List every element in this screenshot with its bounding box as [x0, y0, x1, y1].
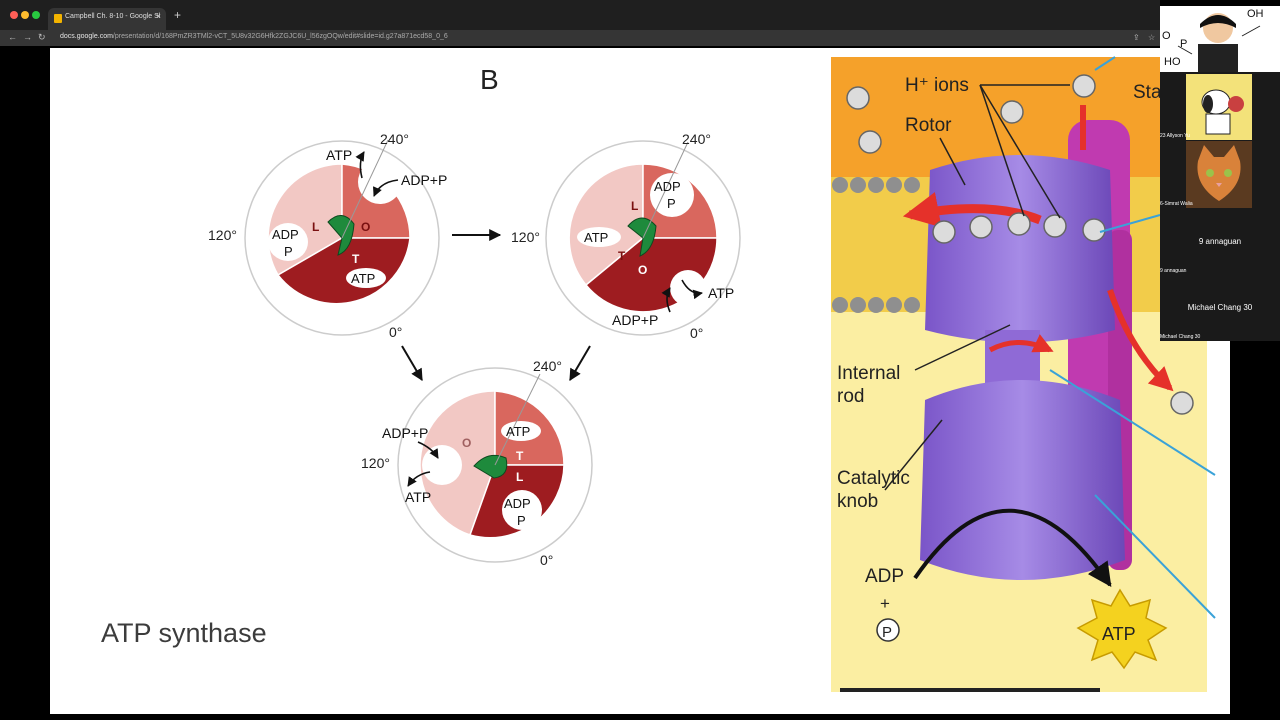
diagram-a-tight: T	[352, 252, 360, 266]
participant-display-name: Michael Chang 30	[1187, 303, 1253, 312]
rotation-diagram-c	[397, 367, 593, 563]
diagram-c-pi: P	[517, 513, 526, 528]
slide-canvas: B 240° 120° 0° ATP ADP+P L O T ADP P ATP	[50, 48, 1230, 714]
label-internal-rod-2: rod	[837, 386, 864, 407]
slides-icon	[54, 14, 62, 23]
url-host: docs.google.com	[60, 33, 113, 40]
url-path: /presentation/d/168PmZR3TMl2-vCT_5U8v32G…	[112, 33, 448, 40]
label-catalytic-knob-2: knob	[837, 491, 878, 512]
close-window-button[interactable]	[10, 11, 18, 19]
arrow-a-to-c	[401, 345, 423, 382]
avatar	[1186, 74, 1252, 140]
diagram-a-atp: ATP	[351, 271, 375, 286]
diagram-a-pi: P	[284, 244, 293, 259]
share-icon[interactable]: ⇪	[1133, 33, 1140, 42]
diagram-b-atp: ATP	[584, 230, 608, 245]
diagram-b-0: 0°	[690, 325, 703, 341]
participant-tile-annaguan[interactable]: 9 annaguan 9 annaguan	[1160, 209, 1280, 275]
cat-avatar-icon	[1197, 145, 1241, 201]
diagram-a-120: 120°	[208, 227, 237, 243]
label-stator: Sta	[1133, 82, 1162, 103]
slide-title: ATP synthase	[101, 618, 267, 648]
snoopy-avatar-icon	[1201, 89, 1244, 135]
forward-icon[interactable]: →	[23, 32, 32, 42]
minimize-window-button[interactable]	[21, 11, 29, 19]
diagram-a-adp: ADP	[272, 227, 299, 242]
label-pi: P	[882, 624, 892, 641]
address-bar: ← → ↻ docs.google.com/presentation/d/168…	[0, 30, 1160, 46]
reload-icon[interactable]: ↻	[38, 32, 46, 42]
diagram-c-open: O	[462, 436, 471, 450]
maximize-window-button[interactable]	[32, 11, 40, 19]
speaker-video-tile[interactable]: OH O P HO	[1160, 6, 1280, 72]
diagram-b-adp-pi: ADP+P	[612, 312, 658, 328]
diagram-a-240: 240°	[380, 131, 409, 147]
atp-synthase-illustration	[831, 56, 1216, 692]
diagram-a-loose: L	[312, 220, 319, 234]
label-catalytic-knob-1: Catalytic	[837, 468, 910, 489]
diagram-b-tight: T	[618, 249, 626, 263]
participant-name: Michael Chang 30	[1160, 334, 1201, 340]
slide-graphics: B 240° 120° 0° ATP ADP+P L O T ADP P ATP	[208, 56, 1216, 692]
diagram-c-loose: L	[516, 470, 523, 484]
label-internal-rod-1: Internal	[837, 363, 900, 384]
url-field[interactable]: docs.google.com/presentation/d/168PmZR3T…	[60, 33, 448, 40]
participant-name: 23 Allyson Yu	[1160, 133, 1190, 139]
participant-tile-michael[interactable]: Michael Chang 30 Michael Chang 30	[1160, 276, 1280, 341]
diagram-b-pi: P	[667, 196, 676, 211]
label-plus: +	[880, 594, 890, 613]
diagram-c-atp-out: ATP	[405, 489, 431, 505]
diagram-b-loose: L	[631, 199, 638, 213]
participant-name: 9 annaguan	[1160, 268, 1187, 274]
browser-tab[interactable]: Campbell Ch. 8-10 - Google Sl ×	[48, 8, 166, 30]
molecule-p: P	[1180, 38, 1188, 50]
diagram-b-open: O	[638, 263, 647, 277]
diagram-a-open: O	[361, 220, 370, 234]
molecule-ho: HO	[1164, 56, 1181, 68]
back-icon[interactable]: ←	[8, 32, 17, 42]
new-tab-button[interactable]: +	[174, 8, 182, 22]
molecule-drawing	[1177, 13, 1261, 72]
diagram-b-120: 120°	[511, 229, 540, 245]
avatar	[1186, 141, 1252, 208]
participant-tile-allyson[interactable]: 23 Allyson Yu	[1160, 74, 1280, 140]
diagram-c-0: 0°	[540, 552, 553, 568]
label-adp: ADP	[865, 566, 904, 587]
label-h-ions: H⁺ ions	[905, 75, 969, 96]
diagram-c-adp-pi: ADP+P	[382, 425, 428, 441]
molecule-oh: OH	[1247, 8, 1264, 20]
diagram-a-adp-pi: ADP+P	[401, 172, 447, 188]
label-atp-burst: ATP	[1102, 624, 1136, 644]
diagram-b-atp-out: ATP	[708, 285, 734, 301]
diagram-c-tight: T	[516, 449, 524, 463]
molecule-o: O	[1162, 30, 1171, 42]
diagram-c-atp: ATP	[506, 424, 530, 439]
diagram-a-0: 0°	[389, 324, 402, 340]
arrow-b-to-c	[569, 345, 591, 382]
slide-letter: B	[480, 64, 499, 95]
participant-tile-simrat[interactable]: 6-Simrat Walia	[1160, 141, 1280, 208]
diagram-c-120: 120°	[361, 455, 390, 471]
diagram-a-atp-out: ATP	[326, 147, 352, 163]
diagram-c-240: 240°	[533, 358, 562, 374]
diagram-c-adp: ADP	[504, 496, 531, 511]
rotation-diagram-a	[244, 139, 440, 336]
rotation-diagram-b	[545, 140, 741, 336]
participant-name: 6-Simrat Walia	[1160, 201, 1193, 207]
diagram-b-240: 240°	[682, 131, 711, 147]
participant-display-name: 9 annaguan	[1198, 237, 1242, 246]
diagram-b-adp: ADP	[654, 179, 681, 194]
label-rotor: Rotor	[905, 115, 952, 136]
bookmark-star-icon[interactable]: ☆	[1148, 33, 1156, 42]
browser-tab-bar: Campbell Ch. 8-10 - Google Sl × +	[0, 0, 1160, 30]
tab-close-button[interactable]: ×	[155, 11, 161, 21]
video-participants-panel: OH O P HO 23 Allyson Yu 6-Simrat Walia 9…	[1160, 6, 1280, 341]
tab-title: Campbell Ch. 8-10 - Google Sl	[65, 13, 161, 20]
